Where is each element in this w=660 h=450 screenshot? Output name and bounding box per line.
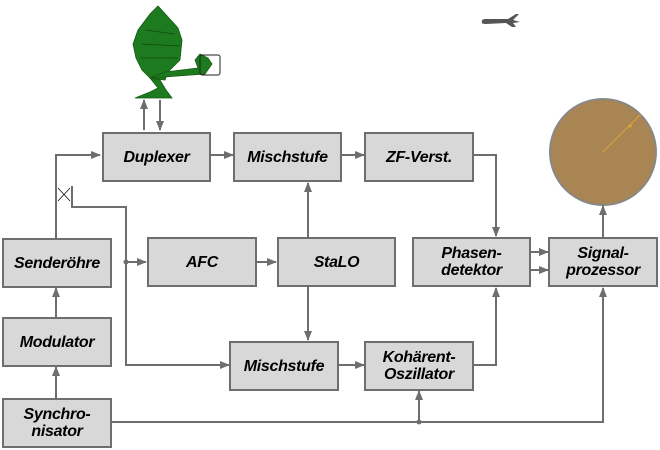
block-label-line2: detektor xyxy=(441,262,502,279)
block-label: ZF-Verst. xyxy=(385,148,453,166)
block-label-line1: Phasen- xyxy=(441,245,502,262)
block-label-line2: prozessor xyxy=(566,262,640,279)
block-label: Mischstufe xyxy=(247,148,328,166)
block-label: Mischstufe xyxy=(243,357,325,375)
block-label: StaLO xyxy=(313,253,360,271)
block-phasendetektor: Phasen- detektor xyxy=(412,237,531,287)
block-kohaerent-oszillator: Kohärent- Oszillator xyxy=(364,341,474,391)
block-mischstufe-top: Mischstufe xyxy=(233,132,342,182)
coupler-x-mark xyxy=(57,187,71,202)
radar-antenna-icon xyxy=(132,5,221,99)
connection-lines xyxy=(52,99,607,423)
block-afc: AFC xyxy=(147,237,257,287)
block-label-line2: nisator xyxy=(31,423,83,440)
block-label-line1: Kohärent- xyxy=(382,349,456,366)
block-label: Modulator xyxy=(19,333,95,351)
block-duplexer: Duplexer xyxy=(102,132,211,182)
block-zf-verstaerker: ZF-Verst. xyxy=(364,132,474,182)
junction-dots xyxy=(123,259,422,425)
ppi-display-icon xyxy=(549,98,657,206)
block-stalo: StaLO xyxy=(277,237,396,287)
block-label: Senderöhre xyxy=(14,254,100,272)
block-label-line2: Oszillator xyxy=(384,366,454,383)
block-modulator: Modulator xyxy=(2,317,112,367)
block-label-line1: Synchro- xyxy=(23,406,91,423)
block-mischstufe-bottom: Mischstufe xyxy=(229,341,339,391)
block-synchronisator: Synchro- nisator xyxy=(2,398,112,448)
block-senderoehre: Senderöhre xyxy=(2,238,112,288)
block-label-line1: Signal- xyxy=(577,245,629,262)
block-signalprozessor: Signal- prozessor xyxy=(548,237,658,287)
aircraft-icon xyxy=(481,14,520,27)
block-label: AFC xyxy=(186,253,218,271)
block-label: Duplexer xyxy=(123,148,190,166)
